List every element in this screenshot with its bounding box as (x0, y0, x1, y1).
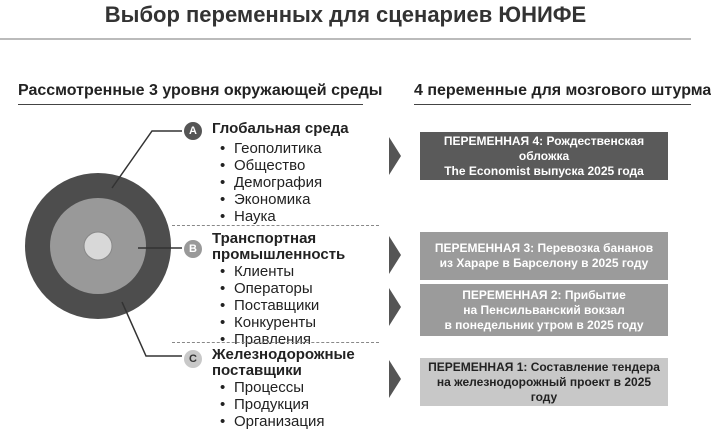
right-header-underline (414, 104, 691, 105)
inner-circle-suppliers (83, 231, 113, 261)
list-item: Демография (220, 174, 322, 191)
list-item: Общество (220, 157, 322, 174)
environment-levels-diagram (25, 130, 182, 357)
category-title: Глобальная среда (212, 120, 349, 137)
variable-4-label: ПЕРЕМЕННАЯ 4: Рождественская обложка The… (443, 133, 645, 178)
list-item: Экономика (220, 191, 322, 208)
chevron-right-icon (389, 360, 401, 398)
badge-a: A (184, 122, 202, 140)
category-items: Клиенты Операторы Поставщики Конкуренты … (220, 263, 319, 348)
left-column-header: Рассмотренные 3 уровня окружающей среды (18, 82, 383, 99)
connector-a (111, 130, 182, 189)
title-divider (0, 38, 691, 40)
variable-1-label: ПЕРЕМЕННАЯ 1: Составление тендера на жел… (428, 359, 660, 404)
category-items: Геополитика Общество Демография Экономик… (220, 140, 322, 225)
section-divider (172, 342, 379, 343)
list-item: Наука (220, 208, 322, 225)
right-column-header: 4 переменные для мозгового штурма (414, 82, 711, 99)
list-item: Операторы (220, 280, 319, 297)
badge-b: B (184, 240, 202, 258)
list-item: Поставщики (220, 297, 319, 314)
category-items: Процессы Продукция Организация (220, 379, 324, 430)
variable-2-box: ПЕРЕМЕННАЯ 2: Прибытие на Пенсильванский… (420, 284, 668, 336)
category-title: Железнодорожные поставщики (212, 346, 355, 379)
list-item: Правления (220, 331, 319, 348)
chevron-right-icon (389, 288, 401, 326)
left-header-underline (18, 104, 363, 105)
list-item: Геополитика (220, 140, 322, 157)
page-title: Выбор переменных для сценариев ЮНИФЕ (104, 2, 587, 27)
variable-2-label: ПЕРЕМЕННАЯ 2: Прибытие на Пенсильванский… (444, 287, 644, 332)
variable-3-box: ПЕРЕМЕННАЯ 3: Перевозка бананов из Харар… (420, 232, 668, 280)
chevron-right-icon (389, 236, 401, 274)
list-item: Продукция (220, 396, 324, 413)
variable-3-label: ПЕРЕМЕННАЯ 3: Перевозка бананов из Харар… (434, 241, 654, 270)
connector-c (121, 301, 182, 357)
chevron-right-icon (389, 137, 401, 175)
section-divider (172, 225, 379, 226)
list-item: Клиенты (220, 263, 319, 280)
list-item: Организация (220, 413, 324, 430)
list-item: Конкуренты (220, 314, 319, 331)
badge-c: C (184, 350, 202, 368)
list-item: Процессы (220, 379, 324, 396)
variable-4-box: ПЕРЕМЕННАЯ 4: Рождественская обложка The… (420, 132, 668, 180)
category-title: Транспортная промышленность (212, 230, 346, 263)
variable-1-box: ПЕРЕМЕННАЯ 1: Составление тендера на жел… (420, 358, 668, 406)
